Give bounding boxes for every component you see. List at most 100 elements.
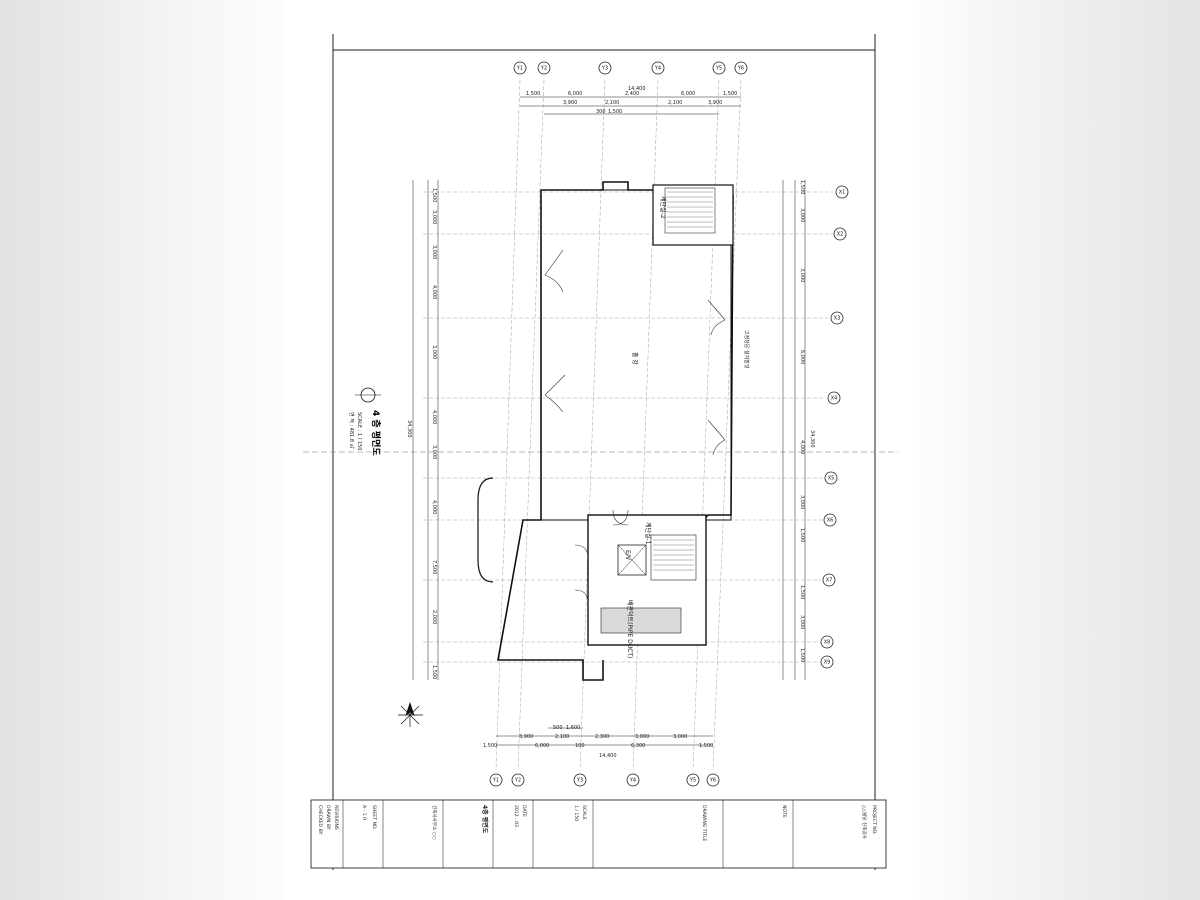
svg-text:1,500: 1,500 (799, 528, 805, 542)
svg-text:SCALE : 1 / 150: SCALE : 1 / 150 (356, 412, 362, 450)
svg-text:34,300: 34,300 (406, 420, 412, 438)
svg-text:X1: X1 (839, 190, 846, 196)
svg-text:3,000: 3,000 (799, 495, 805, 509)
svg-text:3,000: 3,000 (431, 445, 437, 459)
svg-text:34,300: 34,300 (809, 430, 815, 448)
svg-text:2,100: 2,100 (605, 100, 619, 106)
svg-text:면 적 : 481.8 ㎡: 면 적 : 481.8 ㎡ (348, 412, 355, 449)
svg-text:Y5: Y5 (689, 778, 696, 784)
left-dimensions: 1,500 3,000 3,000 4,000 3,000 4,000 3,00… (406, 180, 439, 680)
top-grid-bubbles: Y1 Y2 Y3 Y4 Y5 Y6 (513, 61, 748, 75)
svg-text:DRAWING TITLE: DRAWING TITLE (701, 805, 707, 841)
svg-text:Y3: Y3 (601, 66, 608, 72)
svg-text:1,600: 1,600 (566, 725, 580, 731)
svg-text:CHECKED BY: CHECKED BY (317, 805, 323, 835)
svg-text:4,000: 4,000 (799, 440, 805, 454)
svg-text:PROJECT NO.: PROJECT NO. (871, 805, 877, 835)
svg-text:300: 300 (596, 109, 606, 115)
top-dimensions: 14,400 1,500 6,000 2,400 6,000 1,500 3,9… (520, 86, 741, 115)
svg-text:2,400: 2,400 (625, 91, 639, 97)
svg-text:X5: X5 (828, 476, 835, 482)
bottom-dimensions: 14,400 1,500 6,000 100 6,300 1,500 3,900… (483, 725, 713, 759)
svg-text:4,000: 4,000 (431, 410, 437, 424)
svg-text:100: 100 (575, 743, 585, 749)
svg-text:계단실-2: 계단실-2 (659, 196, 667, 219)
svg-text:X2: X2 (837, 232, 844, 238)
svg-text:6,300: 6,300 (631, 743, 645, 749)
svg-text:Y1: Y1 (492, 778, 499, 784)
svg-text:1,500: 1,500 (431, 665, 437, 679)
svg-text:X9: X9 (824, 660, 831, 666)
svg-text:A - 1 0: A - 1 0 (361, 805, 367, 820)
svg-text:1,500: 1,500 (699, 743, 713, 749)
svg-text:4,000: 4,000 (431, 500, 437, 514)
svg-text:△△빌딩 신축공사: △△빌딩 신축공사 (861, 805, 868, 840)
svg-text:14,400: 14,400 (599, 753, 617, 759)
svg-text:2,100: 2,100 (555, 734, 569, 740)
svg-text:1,500: 1,500 (723, 91, 737, 97)
svg-text:Y4: Y4 (654, 66, 661, 72)
svg-text:1,500: 1,500 (526, 91, 540, 97)
svg-text:Y6: Y6 (709, 778, 716, 784)
svg-text:배관덕트(PIPE DUCT): 배관덕트(PIPE DUCT) (626, 600, 634, 658)
svg-text:Y1: Y1 (516, 66, 523, 72)
vertical-grid-lines (495, 79, 742, 771)
svg-text:DATE: DATE (521, 805, 527, 817)
svg-text:Y3: Y3 (576, 778, 583, 784)
drawing-sheet: Y1 Y2 Y3 Y4 Y5 Y6 Y1 Y2 Y3 Y4 Y5 Y6 X1 X… (283, 0, 918, 900)
svg-text:6,000: 6,000 (681, 91, 695, 97)
svg-text:X6: X6 (827, 518, 834, 524)
svg-text:3,000: 3,000 (635, 734, 649, 740)
svg-text:DRAWN BY: DRAWN BY (325, 805, 331, 830)
svg-text:4층 평면도: 4층 평면도 (481, 805, 489, 834)
svg-text:Y2: Y2 (514, 778, 521, 784)
title-block: PROJECT NO. △△빌딩 신축공사 NOTE DRAWING TITLE… (310, 799, 887, 869)
svg-text:X7: X7 (826, 578, 833, 584)
window-note: 고정창문 설치할것 (743, 330, 750, 369)
right-margin-shadow (918, 0, 1200, 900)
svg-text:2,100: 2,100 (668, 100, 682, 106)
svg-text:3,900: 3,900 (519, 734, 533, 740)
svg-text:X4: X4 (831, 396, 838, 402)
svg-text:E/V: E/V (624, 550, 631, 561)
svg-text:Y4: Y4 (629, 778, 636, 784)
svg-text:NOTE: NOTE (781, 805, 787, 818)
svg-text:4,000: 4,000 (431, 285, 437, 299)
bottom-grid-bubbles: Y1 Y2 Y3 Y4 Y5 Y6 (489, 773, 720, 787)
north-arrow-icon (398, 701, 423, 727)
svg-text:3,000: 3,000 (431, 345, 437, 359)
svg-text:Y5: Y5 (715, 66, 722, 72)
svg-text:6,000: 6,000 (535, 743, 549, 749)
duct-hatch (600, 607, 682, 634)
svg-text:X8: X8 (824, 640, 831, 646)
svg-text:계단실-1: 계단실-1 (644, 522, 652, 545)
svg-text:3,900: 3,900 (708, 100, 722, 106)
core-door-swings (574, 509, 629, 604)
svg-text:500: 500 (553, 725, 563, 731)
main-hall-label: 홀 강 (631, 352, 639, 365)
svg-text:2,000: 2,000 (431, 610, 437, 624)
svg-text:건축사사무소 ○○: 건축사사무소 ○○ (431, 805, 438, 840)
curved-bay (477, 477, 494, 583)
svg-text:Y6: Y6 (737, 66, 744, 72)
stair-room-2: 계단실-2 (652, 184, 734, 246)
svg-text:3,000: 3,000 (673, 734, 687, 740)
svg-text:1,500: 1,500 (799, 648, 805, 662)
svg-text:REVISIONS: REVISIONS (333, 805, 339, 830)
svg-text:2,300: 2,300 (595, 734, 609, 740)
svg-text:6,000: 6,000 (799, 350, 805, 364)
svg-text:3,000: 3,000 (799, 615, 805, 629)
svg-text:6,000: 6,000 (568, 91, 582, 97)
svg-text:3,000: 3,000 (799, 268, 805, 282)
svg-text:1 / 150: 1 / 150 (573, 805, 579, 821)
svg-text:SCALE: SCALE (581, 805, 587, 820)
right-dimensions: 1,500 3,000 3,000 6,000 4,000 3,000 1,50… (782, 180, 815, 680)
svg-text:1,500: 1,500 (799, 180, 805, 194)
right-grid-bubbles: X1 X2 X3 X4 X5 X6 X7 X8 X9 (820, 185, 849, 669)
stair-room-1: 계단실-1 E/V 배관덕트(PIPE DUCT) (587, 514, 707, 658)
svg-text:1,500: 1,500 (608, 109, 622, 115)
svg-text:1,500: 1,500 (483, 743, 497, 749)
svg-text:4 층 평면도: 4 층 평면도 (370, 410, 382, 456)
svg-text:14,400: 14,400 (628, 86, 646, 92)
svg-text:1,500: 1,500 (431, 188, 437, 202)
